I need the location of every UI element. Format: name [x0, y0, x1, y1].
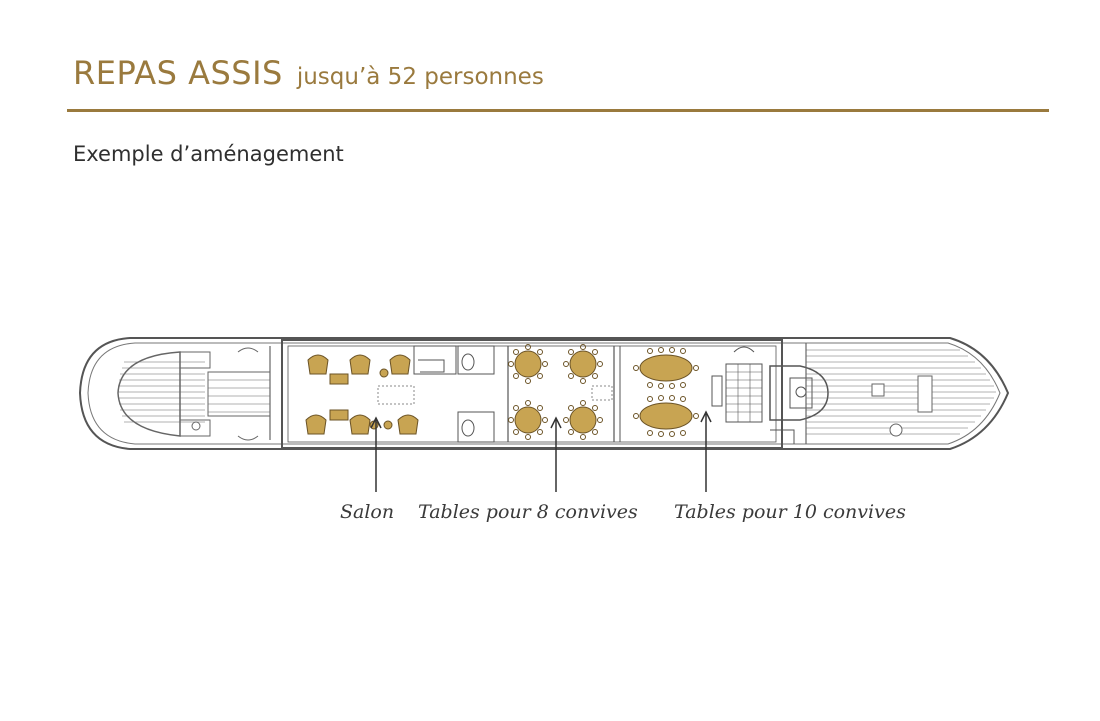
- bow-deck: [805, 343, 996, 444]
- round-table-8: [563, 400, 603, 440]
- title-main: REPAS ASSIS: [73, 54, 283, 92]
- salon-rug: [377, 385, 415, 405]
- page-title: REPAS ASSIS jusqu’à 52 personnes: [73, 54, 544, 92]
- armchair: [349, 414, 371, 435]
- layout-subtitle: Exemple d’aménagement: [73, 142, 344, 166]
- armchair: [349, 354, 371, 375]
- round-table-8: [508, 344, 548, 384]
- side-table: [383, 420, 393, 430]
- hull-outline: [78, 337, 1010, 450]
- cabin-walls: [281, 339, 783, 449]
- armchair: [307, 354, 329, 375]
- armchair: [389, 354, 411, 375]
- armchair: [305, 414, 327, 435]
- hull-inner-outline: [87, 342, 1001, 445]
- label-arrows: [370, 410, 712, 492]
- oval-table-10: [633, 395, 699, 437]
- service-blocks: [413, 345, 495, 443]
- side-table: [379, 368, 389, 378]
- stern-deck: [117, 346, 271, 441]
- salon-furniture: [305, 354, 419, 435]
- title-capacity: jusqu’à 52 personnes: [296, 64, 544, 90]
- label-tables-10: Tables pour 10 convives: [674, 501, 906, 523]
- center-console: [591, 385, 613, 401]
- round-table-8: [508, 400, 548, 440]
- round-table-8: [563, 344, 603, 384]
- title-divider: [67, 109, 1049, 112]
- label-salon: Salon: [340, 501, 394, 523]
- armchair: [397, 414, 419, 435]
- oval-tables: [633, 347, 699, 437]
- round-tables: [508, 344, 603, 440]
- oval-table-10: [633, 347, 699, 389]
- wheelhouse: [711, 346, 829, 444]
- label-tables-8: Tables pour 8 convives: [418, 501, 638, 523]
- coffee-table: [329, 373, 349, 385]
- coffee-table: [329, 409, 349, 421]
